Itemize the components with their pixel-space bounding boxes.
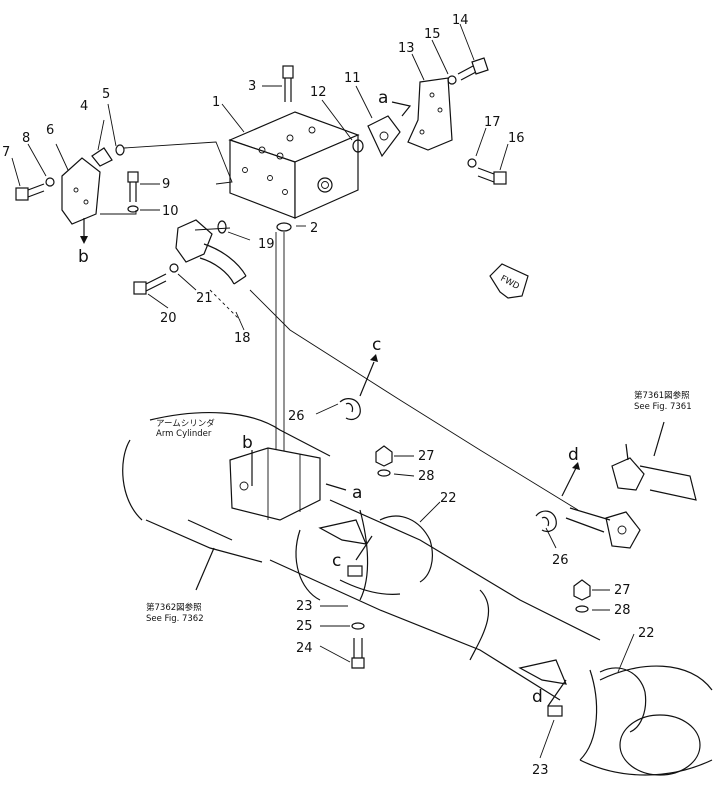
arrow-a-top	[391, 101, 412, 117]
arrow-c-mid	[355, 535, 373, 561]
label-26-upper: 26	[288, 409, 305, 424]
letter-a-mid: a	[352, 483, 362, 503]
arm-cylinder	[122, 411, 713, 776]
washer-28-lower	[575, 605, 589, 613]
hose-fitting-18	[175, 219, 247, 285]
label-13: 13	[398, 41, 415, 56]
flange-11	[367, 115, 401, 158]
label-20: 20	[160, 311, 177, 326]
washer-15	[447, 75, 457, 85]
letter-b-top: b	[78, 247, 89, 267]
arrow-c-top	[359, 361, 375, 397]
label-16: 16	[508, 131, 525, 146]
label-4: 4	[80, 99, 88, 114]
washer-10	[127, 205, 139, 213]
bracket-13	[407, 77, 453, 151]
label-11: 11	[344, 71, 361, 86]
label-22-upper: 22	[440, 491, 457, 506]
washer-25	[351, 622, 365, 630]
letter-a-top: a	[378, 88, 388, 108]
label-27-upper: 27	[418, 449, 435, 464]
leader-lines	[11, 23, 635, 759]
hose-right	[565, 443, 697, 549]
o-ring-12	[352, 139, 364, 153]
arrow-d-mid	[547, 679, 567, 707]
band-clamp-22-upper	[318, 509, 433, 601]
o-ring-2	[276, 222, 292, 232]
label-28-upper: 28	[418, 469, 435, 484]
label-27-lower: 27	[614, 583, 631, 598]
note-arm-cylinder-jp: アームシリンダ	[156, 418, 215, 429]
label-10: 10	[162, 204, 179, 219]
band-clamp-22-lower	[518, 659, 647, 761]
washer-8	[45, 177, 55, 187]
label-28-lower: 28	[614, 603, 631, 618]
plate-4	[91, 147, 113, 167]
note-fig7361-en: See Fig. 7361	[634, 402, 692, 412]
o-ring-19	[217, 220, 227, 234]
note-arm-cylinder-en: Arm Cylinder	[156, 429, 212, 439]
fwd-arrow	[489, 263, 529, 299]
bolt-20	[133, 273, 167, 295]
bolt-3	[282, 65, 294, 102]
bolt-14	[457, 57, 489, 81]
label-25: 25	[296, 619, 313, 634]
washer-17	[467, 158, 477, 168]
label-23-upper: 23	[296, 599, 313, 614]
arrow-b-head	[80, 236, 88, 244]
label-26-lower: 26	[552, 553, 569, 568]
label-24: 24	[296, 641, 313, 656]
label-1: 1	[212, 95, 220, 110]
o-ring-5	[115, 144, 125, 156]
label-17: 17	[484, 115, 501, 130]
bolt-9	[127, 171, 139, 202]
letter-d-mid: d	[532, 687, 543, 707]
pointer-7362	[195, 547, 215, 591]
label-15: 15	[424, 27, 441, 42]
nut-27-lower	[573, 579, 591, 601]
bolt-24	[351, 638, 365, 669]
valve-block	[228, 111, 360, 219]
label-7: 7	[2, 145, 10, 160]
label-8: 8	[22, 131, 30, 146]
clamp-26-top	[339, 398, 361, 421]
label-6: 6	[46, 123, 54, 138]
bolt-7	[15, 183, 45, 201]
label-5: 5	[102, 87, 110, 102]
assembly-lines	[100, 141, 579, 511]
label-14: 14	[452, 13, 469, 28]
letter-b-mid: b	[242, 433, 253, 453]
label-21: 21	[196, 291, 213, 306]
label-9: 9	[162, 177, 170, 192]
label-3: 3	[248, 79, 256, 94]
note-fig7361-jp: 第7361図参照	[634, 390, 690, 401]
arrow-a-mid	[325, 483, 347, 491]
washer-21	[169, 263, 179, 273]
label-18: 18	[234, 331, 251, 346]
bolt-16	[477, 167, 507, 185]
letter-c-mid: c	[332, 551, 341, 571]
bracket-6	[61, 157, 101, 225]
nut-27-upper	[375, 445, 393, 467]
label-19: 19	[258, 237, 275, 252]
label-23-lower: 23	[532, 763, 549, 778]
note-fig7362-jp: 第7362図参照	[146, 602, 202, 613]
label-12: 12	[310, 85, 327, 100]
washer-28-upper	[377, 469, 391, 477]
arrow-d-top	[561, 467, 577, 497]
label-22-lower: 22	[638, 626, 655, 641]
letter-c-top: c	[372, 335, 381, 355]
label-2: 2	[310, 221, 318, 236]
note-fig7362-en: See Fig. 7362	[146, 614, 204, 624]
letter-d-top: d	[568, 445, 579, 465]
pointer-7361	[653, 421, 665, 457]
